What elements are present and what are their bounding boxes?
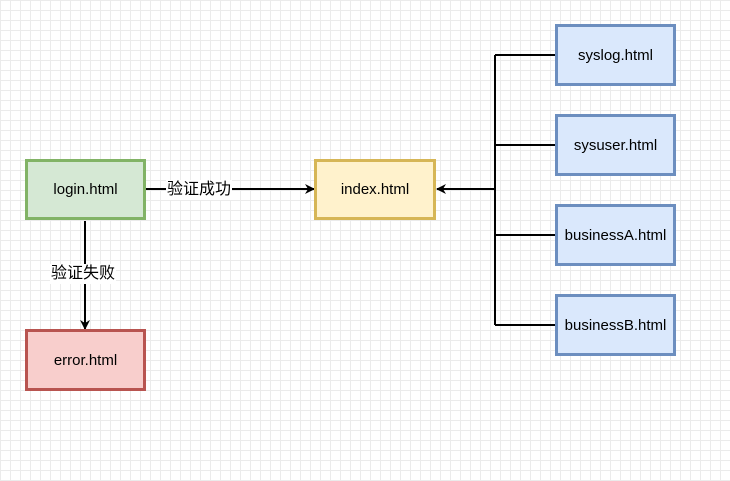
node-index[interactable]: index.html: [314, 159, 436, 220]
node-login[interactable]: login.html: [25, 159, 146, 220]
edge-label-fail: 验证失败: [50, 264, 117, 284]
node-syslog[interactable]: syslog.html: [555, 24, 676, 86]
node-error[interactable]: error.html: [25, 329, 146, 391]
edge-label-success: 验证成功: [166, 180, 233, 200]
node-businessB[interactable]: businessB.html: [555, 294, 676, 356]
node-sysuser[interactable]: sysuser.html: [555, 114, 676, 176]
node-businessA[interactable]: businessA.html: [555, 204, 676, 266]
